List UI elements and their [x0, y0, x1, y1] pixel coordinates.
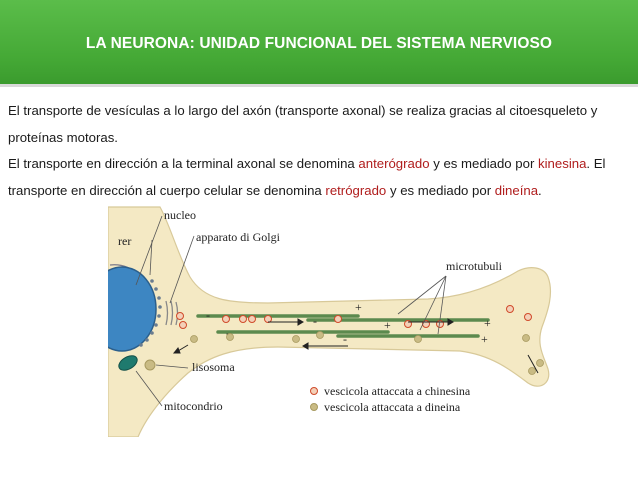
label-rer: rer — [118, 234, 131, 248]
term-retrogrado: retrógrado — [325, 182, 387, 198]
neuron-body — [108, 206, 552, 437]
nuclear-pores — [139, 279, 162, 347]
dynein-vesicles — [190, 331, 544, 375]
svg-text:-: - — [343, 332, 347, 346]
kinesin-vesicles — [176, 305, 532, 329]
slide-title: LA NEURONA: UNIDAD FUNCIONAL DEL SISTEMA… — [85, 35, 553, 52]
svg-text:+: + — [484, 316, 491, 330]
svg-text:+: + — [481, 332, 488, 346]
term-kinesina: kinesina — [538, 156, 587, 172]
term-dineina: dineína — [494, 182, 539, 198]
p2-text-d: y es mediado por — [386, 182, 495, 198]
svg-text:-: - — [226, 326, 230, 340]
svg-text:+: + — [384, 318, 391, 332]
svg-text:+: + — [355, 300, 362, 314]
leader-lines — [135, 215, 447, 407]
paragraph-2: El transporte en dirección a la terminal… — [8, 151, 633, 204]
body-text: El transporte de vesículas a lo largo de… — [8, 98, 633, 204]
legend-kinesin-label: vescicola attaccata a chinesina — [324, 384, 471, 398]
label-microtubuli: microtubuli — [446, 259, 503, 273]
legend-dynein-label: vescicola attaccata a dineina — [324, 400, 461, 414]
slide-header — [0, 0, 638, 86]
legend-kinesin-marker — [310, 387, 318, 395]
mitochondrion — [118, 355, 138, 371]
p2-text-b: y es mediado por — [429, 156, 539, 172]
p2-text-e: . — [538, 182, 542, 198]
p2-text-a: El transporte en dirección a la terminal… — [8, 156, 359, 172]
label-nucleo: nucleo — [164, 208, 196, 222]
lysosome — [144, 359, 156, 371]
svg-text:-: - — [313, 314, 317, 328]
term-anterogrado: anterógrado — [358, 156, 430, 172]
p2-text-c: . El transporte en dirección al cuerpo c… — [8, 156, 606, 198]
paragraph-1: El transporte de vesículas a lo largo de… — [8, 103, 598, 145]
axonal-transport-diagram: -+ -+ -+ -+ nucleo rer appar — [108, 205, 558, 437]
transport-arrows — [172, 318, 539, 374]
svg-text:-: - — [206, 308, 210, 322]
label-lisosoma: lisosoma — [192, 360, 235, 374]
nucleus — [108, 266, 157, 352]
label-golgi: apparato di Golgi — [196, 230, 281, 244]
legend-dynein-marker — [310, 403, 318, 411]
legend: vescicola attaccata a chinesina vescicol… — [310, 384, 471, 414]
polarity-signs: - + - + - + - + — [206, 300, 491, 346]
label-mitocondrio: mitocondrio — [164, 399, 223, 413]
header-divider — [0, 84, 638, 87]
